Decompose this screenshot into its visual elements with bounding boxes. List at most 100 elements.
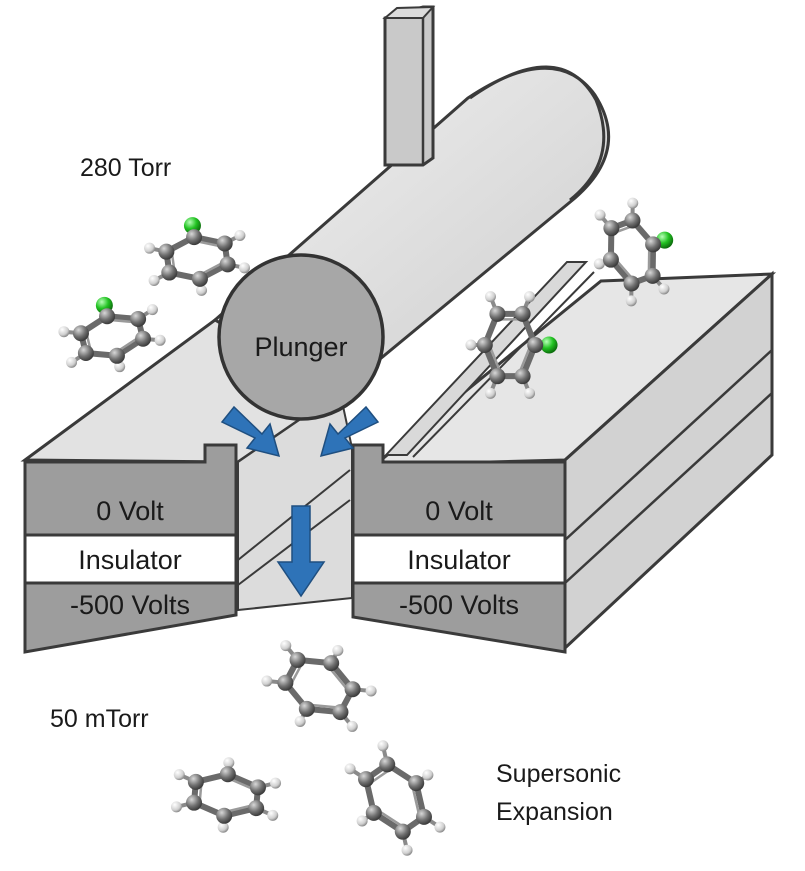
top-post: [382, 5, 436, 167]
hydrogen-atom: [484, 387, 496, 399]
benzene-molecule: [344, 740, 446, 856]
hydrogen-atom: [217, 821, 229, 833]
carbon-atom: [476, 337, 493, 353]
carbon-atom: [72, 325, 89, 342]
hydrogen-atom: [294, 715, 306, 727]
hydrogen-atom: [66, 356, 78, 368]
hydrogen-atom: [377, 740, 389, 752]
hydrogen-atom: [524, 291, 536, 303]
hydrogen-atom: [144, 242, 156, 254]
right-block-groove-2: [564, 392, 773, 584]
carbon-atom: [514, 368, 531, 385]
right-block-groove-1: [564, 349, 773, 541]
label-50-mtorr: 50 mTorr: [50, 705, 149, 733]
label-left-minus-500: -500 Volts: [70, 590, 190, 620]
carbon-atom: [358, 771, 375, 788]
carbon-atom: [219, 256, 236, 273]
carbon-atom: [415, 808, 432, 825]
carbon-atom: [248, 800, 265, 817]
right-front: [351, 443, 567, 654]
hydrogen-atom: [280, 640, 292, 652]
hydrogen-atom: [484, 291, 496, 303]
molecules: [58, 197, 674, 856]
carbon-atom: [489, 368, 506, 385]
right-insulator: [351, 533, 567, 585]
carbon-atom: [289, 651, 306, 668]
carbon-atom: [623, 275, 640, 292]
label-left-0-volt: 0 Volt: [96, 496, 164, 526]
hydrogen-atom: [148, 275, 160, 287]
hydrogen-atom: [593, 258, 605, 270]
carbon-atom: [161, 264, 178, 281]
benzene-molecule: [170, 757, 282, 833]
carbon-atom: [365, 804, 382, 821]
label-right-insulator: Insulator: [407, 545, 511, 575]
carbon-atom: [644, 267, 661, 284]
carbon-atom: [130, 310, 147, 327]
hydrogen-atom: [465, 339, 477, 351]
right-electrode-bottom: [351, 581, 567, 654]
carbon-atom: [344, 681, 361, 698]
hydrogen-atom: [658, 283, 670, 295]
hydrogen-atom: [524, 387, 536, 399]
hydrogen-atom: [594, 209, 606, 221]
carbon-atom: [408, 775, 425, 792]
carbon-atom: [216, 235, 233, 252]
carbon-atom: [394, 823, 411, 840]
carbon-atom: [645, 236, 662, 253]
carbon-atom: [489, 305, 506, 322]
carbon-atom: [527, 337, 544, 353]
hydrogen-atom: [234, 229, 246, 241]
chlorine-atom: [540, 336, 558, 354]
chlorobenzene-molecule: [144, 217, 250, 296]
right-rail: [383, 261, 589, 456]
hydrogen-atom: [173, 769, 185, 781]
hydrogen-atom: [627, 197, 639, 209]
carbon-atom: [99, 308, 116, 325]
hydrogen-atom: [196, 284, 208, 296]
arrow-down: [276, 505, 326, 598]
label-supersonic: Supersonic: [496, 760, 621, 788]
benzene-molecule: [261, 640, 377, 732]
left-electrode-bottom: [23, 581, 238, 654]
hydrogen-atom: [146, 304, 158, 316]
hydrogen-atom: [223, 757, 235, 769]
hydrogen-atom: [114, 361, 126, 373]
label-left-insulator: Insulator: [78, 545, 182, 575]
chlorobenzene-molecule: [58, 296, 166, 373]
right-block: [370, 261, 777, 652]
carbon-atom: [249, 779, 266, 796]
label-expansion: Expansion: [496, 798, 613, 826]
carbon-atom: [323, 655, 340, 672]
carbon-atom: [216, 807, 233, 824]
hydrogen-atom: [434, 821, 446, 833]
hydrogen-atom: [365, 685, 377, 697]
carbon-atom: [514, 305, 531, 322]
arrow-left: [220, 405, 281, 458]
carbon-atom: [187, 773, 204, 790]
hydrogen-atom: [58, 326, 70, 338]
hydrogen-atom: [261, 675, 273, 687]
chlorobenzene-molecule: [593, 197, 674, 307]
label-right-minus-500: -500 Volts: [399, 590, 519, 620]
carbon-atom: [135, 330, 152, 347]
hydrogen-atom: [356, 815, 368, 827]
label-280-torr: 280 Torr: [80, 154, 171, 182]
hydrogen-atom: [625, 295, 637, 307]
label-plunger: Plunger: [254, 332, 347, 362]
arrow-right: [319, 405, 380, 458]
chlorobenzene-molecule: [465, 291, 558, 399]
carbon-atom: [332, 704, 349, 721]
carbon-atom: [624, 212, 641, 229]
flow-arrows: [220, 405, 380, 598]
carbon-atom: [603, 220, 620, 237]
hydrogen-atom: [401, 844, 413, 856]
plunger: [217, 253, 385, 421]
carbon-atom: [298, 700, 315, 717]
hydrogen-atom: [238, 262, 250, 274]
carbon-atom: [77, 345, 94, 362]
cylinder-end-cap: [469, 65, 606, 202]
label-right-0-volt: 0 Volt: [425, 496, 493, 526]
